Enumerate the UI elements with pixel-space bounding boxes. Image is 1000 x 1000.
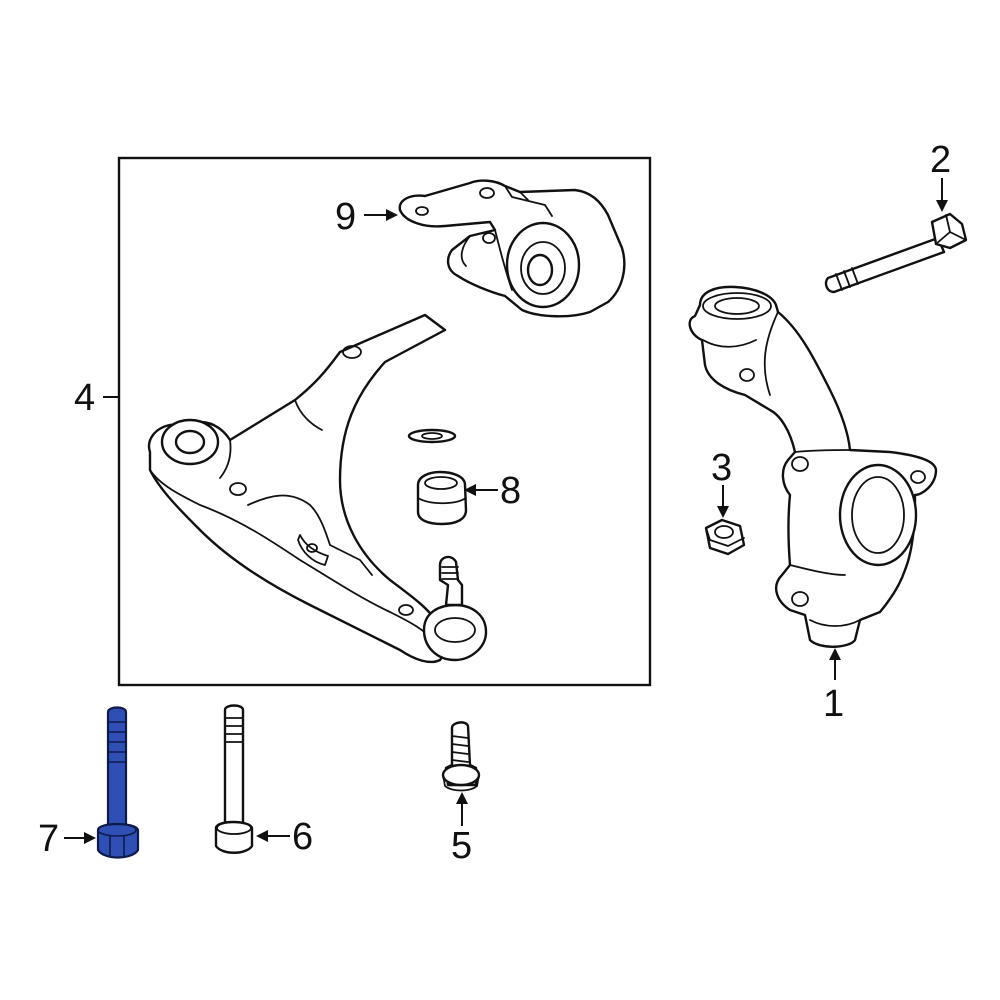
control-arm-assembly-frame bbox=[117, 156, 652, 687]
callout-3: 3 bbox=[711, 447, 732, 489]
callout-5: 5 bbox=[451, 825, 472, 867]
nut-part-3[interactable] bbox=[704, 518, 746, 556]
bushing-bracket-part-9[interactable] bbox=[398, 179, 626, 318]
bolt-part-5[interactable] bbox=[441, 721, 481, 792]
lower-control-arm-part-4[interactable] bbox=[147, 313, 488, 664]
callout-9: 9 bbox=[335, 196, 356, 238]
leader-arrows bbox=[64, 178, 948, 844]
callout-6: 6 bbox=[292, 816, 313, 858]
bolt-part-6[interactable] bbox=[214, 704, 254, 854]
bushing-part-8[interactable] bbox=[407, 428, 468, 526]
bolt-part-2[interactable] bbox=[824, 212, 968, 294]
callout-7: 7 bbox=[38, 818, 59, 860]
callout-2: 2 bbox=[930, 139, 951, 181]
callout-1: 1 bbox=[823, 683, 844, 725]
callout-8: 8 bbox=[500, 470, 521, 512]
callout-4: 4 bbox=[74, 377, 95, 419]
steering-knuckle-part-1[interactable] bbox=[688, 285, 938, 648]
bolt-part-7-highlighted[interactable] bbox=[96, 706, 140, 859]
